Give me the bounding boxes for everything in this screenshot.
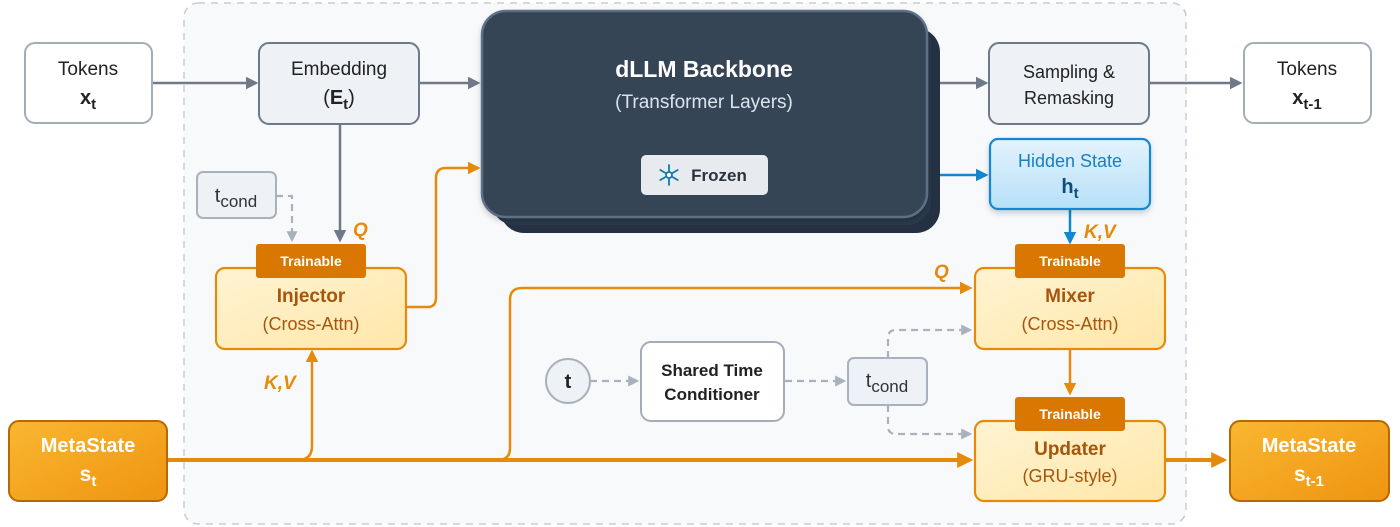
hidden-state-node: Hidden State ht <box>988 137 1152 211</box>
injector-node: Trainable Injector (Cross-Attn) <box>214 244 408 351</box>
mixer-title: Mixer <box>1045 286 1095 307</box>
time-conditioner-line2: Conditioner <box>664 385 760 404</box>
tcond-left-node: tcond <box>196 171 277 219</box>
mixer-trainable-badge <box>1015 244 1125 278</box>
edge-tcond-updater <box>886 405 973 440</box>
tokens-output-symbol: xt-1 <box>1292 87 1321 113</box>
mixer-badge-label: Trainable <box>1039 253 1101 269</box>
edge-injector-backbone <box>407 161 481 309</box>
time-node-label: t <box>565 371 572 393</box>
backbone-node: dLLM Backbone (Transformer Layers) Froze… <box>480 9 940 233</box>
backbone-subtitle: (Transformer Layers) <box>615 92 793 113</box>
metastate-input-node: MetaState st <box>8 420 168 502</box>
tcond-mid-node: tcond <box>847 357 928 406</box>
injector-badge-label: Trainable <box>280 253 342 269</box>
updater-title: Updater <box>1034 439 1106 460</box>
injector-trainable-badge <box>256 244 366 278</box>
sampling-line2: Remasking <box>1024 88 1114 108</box>
edge-label-kv-injector: K,V <box>264 373 297 394</box>
updater-badge-label: Trainable <box>1039 406 1101 422</box>
injector-subtitle: (Cross-Attn) <box>262 314 359 334</box>
sampling-node: Sampling & Remasking <box>988 42 1150 125</box>
edge-label-q-mixer: Q <box>934 262 949 283</box>
metastate-output-node: MetaState st-1 <box>1229 420 1390 502</box>
embedding-node: Embedding (Et) <box>258 42 420 125</box>
tokens-output-node: Tokens xt-1 <box>1243 42 1372 124</box>
backbone-title: dLLM Backbone <box>615 56 793 82</box>
updater-subtitle: (GRU-style) <box>1023 466 1118 486</box>
edge-label-q-injector: Q <box>353 220 368 241</box>
frozen-label: Frozen <box>691 166 747 185</box>
metastate-input-symbol: st <box>80 463 97 490</box>
mixer-node: Trainable Mixer (Cross-Attn) <box>973 244 1167 351</box>
time-conditioner-node: Shared Time Conditioner <box>640 341 785 422</box>
hidden-state-symbol: ht <box>1061 176 1078 202</box>
metastate-output-symbol: st-1 <box>1294 463 1324 490</box>
tcond-mid-symbol: tcond <box>866 370 908 396</box>
time-conditioner-line1: Shared Time <box>661 361 763 380</box>
embedding-label: Embedding <box>291 59 387 80</box>
tokens-input-symbol: xt <box>80 87 96 113</box>
time-node: t <box>545 358 591 404</box>
edge-metastate-mixer-q <box>497 281 973 462</box>
tcond-left-symbol: tcond <box>215 185 257 211</box>
hidden-state-label: Hidden State <box>1018 151 1122 171</box>
edge-tcond-mixer <box>886 324 973 358</box>
metastate-input-label: MetaState <box>41 435 135 457</box>
tokens-input-node: Tokens xt <box>24 42 153 124</box>
injector-title: Injector <box>277 286 346 307</box>
sampling-line1: Sampling & <box>1023 62 1115 82</box>
mixer-subtitle: (Cross-Attn) <box>1021 314 1118 334</box>
frozen-badge: Frozen <box>641 155 768 195</box>
updater-trainable-badge <box>1015 397 1125 431</box>
tokens-output-label: Tokens <box>1277 59 1337 80</box>
edge-metastate-injector-kv <box>297 349 319 462</box>
updater-node: Trainable Updater (GRU-style) <box>973 397 1167 503</box>
snowflake-icon <box>659 164 679 186</box>
metastate-output-label: MetaState <box>1262 435 1356 457</box>
tokens-input-label: Tokens <box>58 59 118 80</box>
edge-tcond-injector <box>276 194 298 243</box>
embedding-symbol: (Et) <box>323 87 355 113</box>
edge-label-kv-mixer: K,V <box>1084 222 1117 243</box>
